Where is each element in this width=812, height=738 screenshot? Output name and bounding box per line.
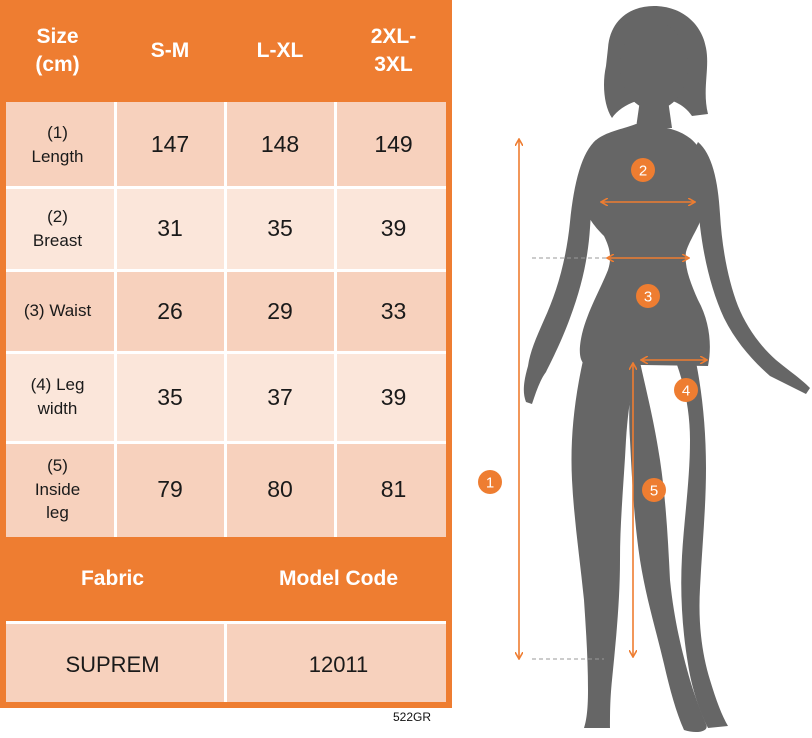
body-measurement-figure: 1 2 3 4 5 <box>470 0 812 733</box>
marker-5-label: 5 <box>650 483 658 500</box>
row-label-inside-leg: (5) Inside leg <box>0 442 115 537</box>
marker-badge-2: 2 <box>631 158 655 182</box>
grid-line <box>0 351 452 354</box>
model-code-value: 12011 <box>225 622 452 708</box>
row-label-length: (1) Length <box>0 102 115 187</box>
table-cell: 26 <box>115 270 225 352</box>
size-column-l-xl: L-XL <box>225 0 335 102</box>
silhouette-svg: 1 2 3 4 5 <box>478 6 810 732</box>
grid-line <box>224 622 227 708</box>
grid-line <box>0 621 452 624</box>
table-cell: 147 <box>115 102 225 187</box>
marker-2-label: 2 <box>639 163 647 180</box>
marker-badge-1: 1 <box>478 470 502 494</box>
marker-badge-4: 4 <box>674 378 698 402</box>
size-chart-table: Size (cm) S-M L-XL 2XL- 3XL (1) Length 1… <box>0 0 452 708</box>
table-cell: 31 <box>115 187 225 270</box>
table-cell: 148 <box>225 102 335 187</box>
marker-badge-3: 3 <box>636 284 660 308</box>
table-cell: 37 <box>225 352 335 442</box>
marker-3-label: 3 <box>644 289 652 306</box>
model-code-label: Model Code <box>225 537 452 622</box>
grid-line <box>334 102 337 537</box>
table-cell: 81 <box>335 442 452 537</box>
marker-1-label: 1 <box>486 475 494 492</box>
table-cell: 80 <box>225 442 335 537</box>
fabric-value: SUPREM <box>0 622 225 708</box>
grid-line <box>114 102 117 537</box>
size-column-2xl-3xl: 2XL- 3XL <box>335 0 452 102</box>
table-cell: 29 <box>225 270 335 352</box>
table-cell: 33 <box>335 270 452 352</box>
grid-line <box>224 102 227 537</box>
size-header-label: Size (cm) <box>0 0 115 102</box>
table-cell: 39 <box>335 187 452 270</box>
row-label-leg-width: (4) Leg width <box>0 352 115 442</box>
grid-line <box>0 441 452 444</box>
table-cell: 35 <box>115 352 225 442</box>
row-label-breast: (2) Breast <box>0 187 115 270</box>
table-cell: 79 <box>115 442 225 537</box>
product-code: 522GR <box>393 710 432 724</box>
size-column-s-m: S-M <box>115 0 225 102</box>
table-cell: 149 <box>335 102 452 187</box>
marker-badge-5: 5 <box>642 478 666 502</box>
table-cell: 35 <box>225 187 335 270</box>
fabric-label: Fabric <box>0 537 225 622</box>
marker-4-label: 4 <box>682 383 690 400</box>
row-label-waist: (3) Waist <box>0 270 115 352</box>
grid-line <box>0 186 452 189</box>
woman-silhouette <box>523 6 810 732</box>
grid-line <box>0 269 452 272</box>
table-cell: 39 <box>335 352 452 442</box>
